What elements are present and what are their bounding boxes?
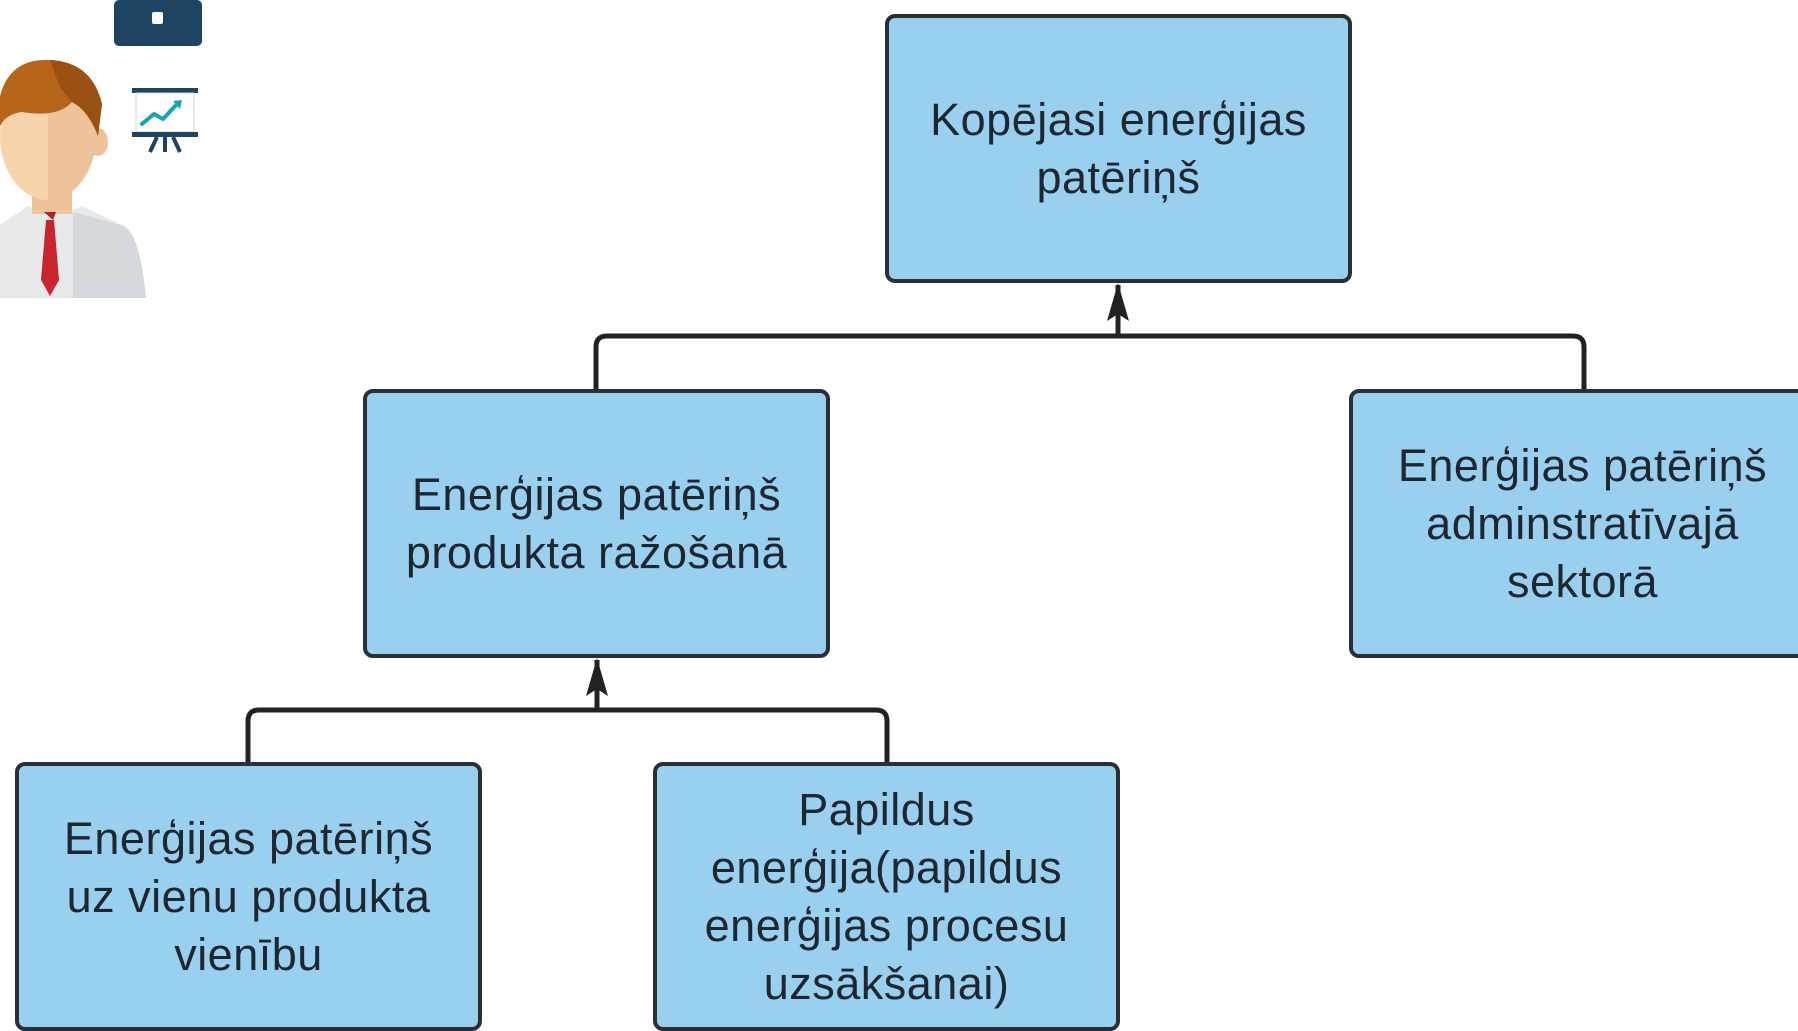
presentation-chart-icon xyxy=(130,86,200,154)
node-per-unit-energy-consumption: Enerģijas patēriņš uz vienu produkta vie… xyxy=(15,762,482,1031)
node-total-energy-consumption-label: Kopējasi enerģijas patēriņš xyxy=(930,93,1307,203)
node-total-energy-consumption: Kopējasi enerģijas patēriņš xyxy=(885,14,1352,283)
node-admin-energy-consumption: Enerģijas patēriņš adminstratīvajā sekto… xyxy=(1349,389,1798,658)
node-production-energy-consumption-label: Enerģijas patēriņš produkta ražošanā xyxy=(405,468,788,578)
node-admin-energy-consumption-label: Enerģijas patēriņš adminstratīvajā sekto… xyxy=(1397,439,1768,607)
connector-arrow-production xyxy=(586,658,608,696)
node-additional-energy: Papildus enerģija(papildus enerģijas pro… xyxy=(653,762,1120,1031)
connector-arrow-total xyxy=(1107,283,1129,321)
connector-level-2 xyxy=(245,707,890,762)
node-additional-energy-label: Papildus enerģija(papildus enerģijas pro… xyxy=(704,783,1069,1009)
node-production-energy-consumption: Enerģijas patēriņš produkta ražošanā xyxy=(363,389,830,658)
node-per-unit-energy-consumption-label: Enerģijas patēriņš uz vienu produkta vie… xyxy=(63,812,434,980)
connector-level-1 xyxy=(593,333,1587,389)
person-icon xyxy=(0,30,150,298)
briefcase-icon xyxy=(114,0,202,46)
